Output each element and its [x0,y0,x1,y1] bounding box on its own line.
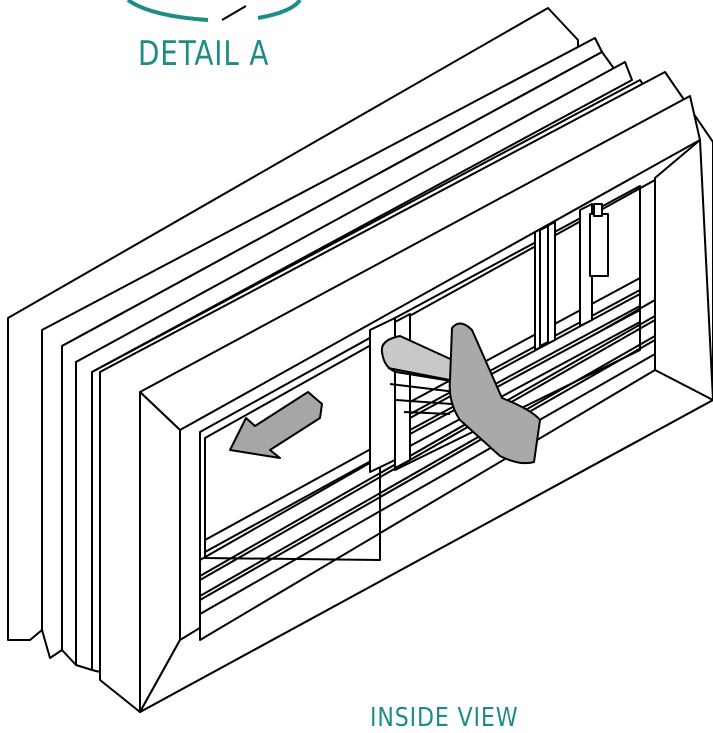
fixed-sash-frame [204,339,381,561]
hand-palm [448,322,541,465]
hand-icon [380,322,541,465]
hand-finger-5 [403,411,451,415]
window-frame-drawing [7,7,713,713]
left-arrow-icon [229,391,323,459]
hand-finger-3 [389,383,457,393]
detail-circle-arc-right [257,0,302,20]
view-caption: INSIDE VIEW [370,703,519,733]
sash-stile-right-inner [539,225,549,347]
sash-latch [589,213,609,277]
hand-finger-2 [387,367,461,383]
detail-circle-arc-left [126,0,209,22]
sash-latch-top [593,203,603,217]
sash-stile-right-outer [534,221,556,351]
detail-circle-leader [221,5,247,21]
hand-finger-4 [395,399,453,405]
detail-callout-circle [126,0,302,22]
detail-title: DETAIL A [138,34,270,74]
